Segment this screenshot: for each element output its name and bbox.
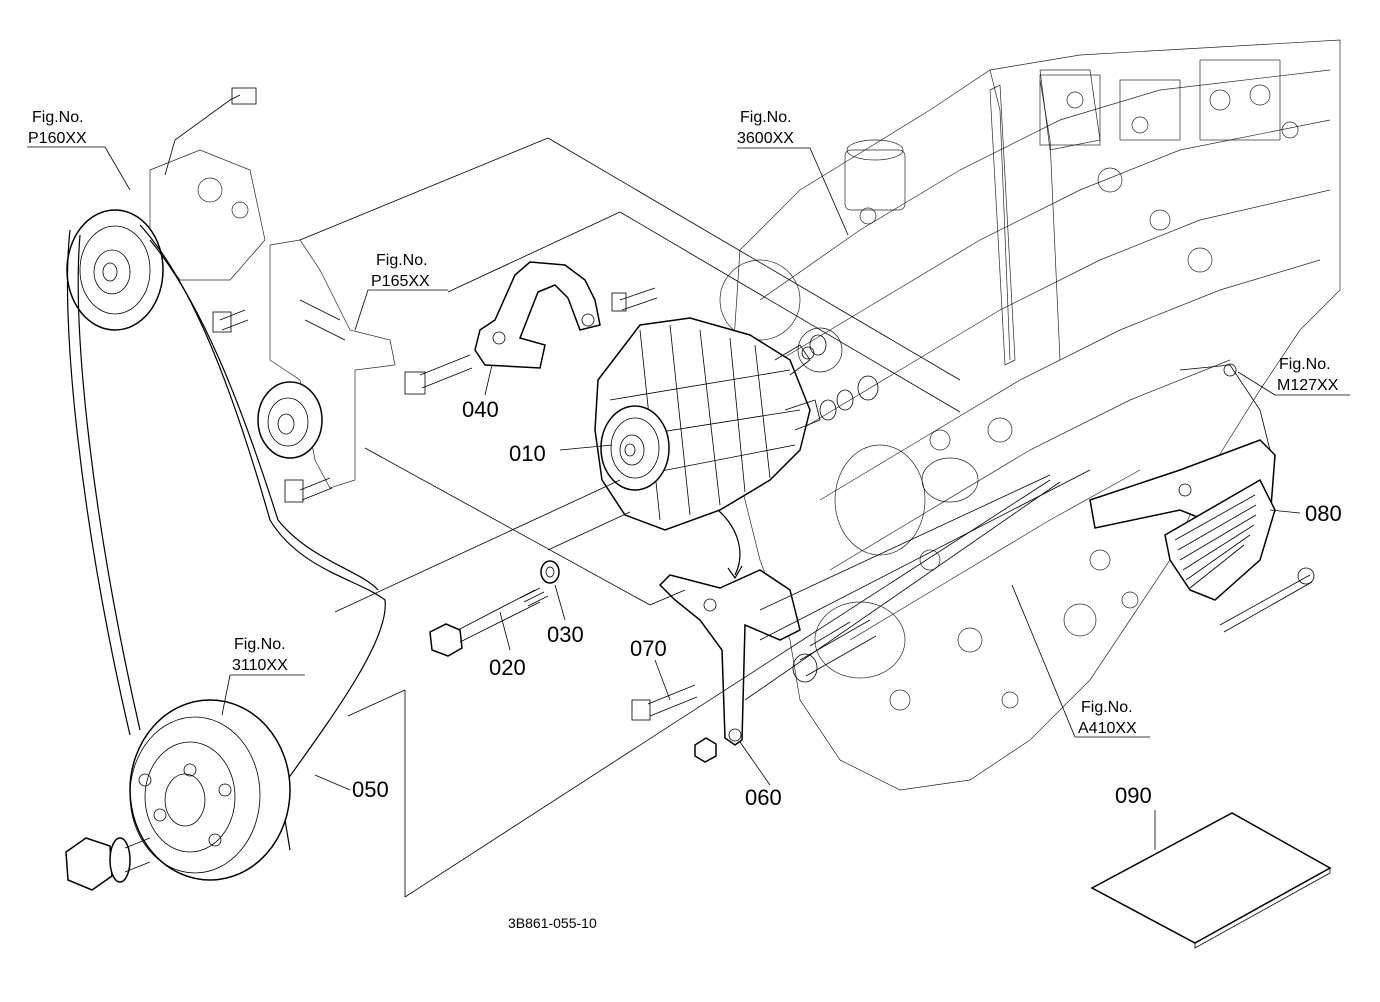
fig-ref-a410: Fig.No. A410XX [1078, 699, 1137, 737]
drawing-number: 3B861-055-10 [508, 915, 597, 931]
fig-ref-caption: Fig.No. [234, 636, 286, 653]
fig-ref-code: 3110XX [232, 657, 288, 674]
part-010-alternator [594, 317, 821, 531]
fig-ref-m127: Fig.No. M127XX [1277, 356, 1339, 394]
small-bolts [212, 309, 333, 503]
part-label-020: 020 [489, 655, 526, 680]
part-020-bolt [429, 587, 549, 657]
part-060-bracket [658, 569, 801, 746]
fig-ref-code: M127XX [1277, 377, 1339, 394]
part-040-bolts [404, 287, 658, 395]
part-label-030: 030 [547, 622, 584, 647]
crank-pulley [129, 699, 291, 881]
part-030-washer [540, 560, 560, 584]
part-label-080: 080 [1305, 501, 1342, 526]
part-090-label-sheet [1090, 812, 1332, 949]
part-label-050: 050 [352, 777, 389, 802]
callout-lines [27, 137, 1350, 898]
part-060-nut [694, 737, 717, 763]
fig-ref-p160: Fig.No. P160XX [28, 109, 87, 147]
part-040-bracket [474, 261, 601, 369]
fig-ref-caption: Fig.No. [376, 252, 428, 269]
part-080-bracket [1089, 363, 1315, 633]
fig-ref-caption: Fig.No. [740, 109, 792, 126]
alternator-hardware [809, 334, 879, 421]
fig-ref-p165: Fig.No. P165XX [371, 252, 430, 290]
tensioner-pulley [257, 381, 323, 459]
part-label-090: 090 [1115, 783, 1152, 808]
fig-ref-code: P160XX [28, 130, 87, 147]
compressor-pulley [66, 209, 164, 331]
part-label-060: 060 [745, 785, 782, 810]
engine-block [719, 39, 1341, 791]
fig-ref-code: A410XX [1078, 720, 1137, 737]
part-050-belt [66, 224, 386, 851]
rotation-arrow-icon [717, 509, 743, 580]
compressor [149, 87, 266, 281]
fig-ref-3110: Fig.No. 3110XX [232, 636, 288, 674]
fig-ref-code: P165XX [371, 273, 430, 290]
fig-ref-caption: Fig.No. [32, 109, 84, 126]
part-label-070: 070 [630, 636, 667, 661]
crank-bolt [65, 837, 151, 891]
part-label-040: 040 [462, 397, 499, 422]
tensioner-bracket [269, 239, 396, 489]
fig-ref-code: 3600XX [737, 130, 794, 147]
fig-ref-caption: Fig.No. [1279, 356, 1331, 373]
fig-ref-3600: Fig.No. 3600XX [737, 109, 794, 147]
part-070-bolt [631, 684, 698, 721]
part-label-010: 010 [509, 441, 546, 466]
fig-ref-caption: Fig.No. [1081, 699, 1133, 716]
